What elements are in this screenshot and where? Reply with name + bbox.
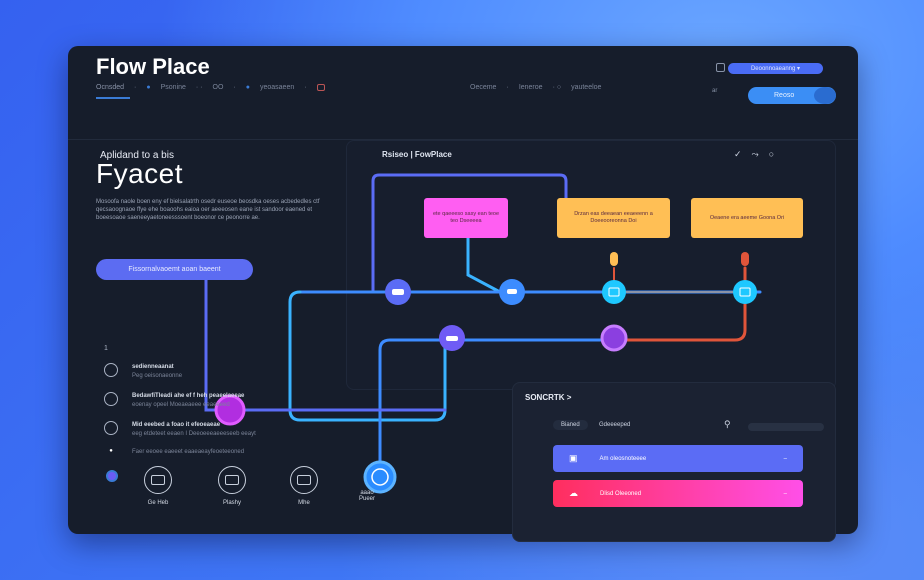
flow-edge bbox=[612, 266, 747, 342]
layout-icon[interactable] bbox=[716, 63, 725, 72]
top-nav-right: Oeceme· Ieneroe· ○ yauteeloe bbox=[470, 84, 602, 91]
flow-node bbox=[363, 460, 397, 494]
note-text: ete qaeeeso sasy ean teoe teo Dseeeea bbox=[432, 211, 500, 224]
check-icon[interactable]: ✓ bbox=[734, 149, 742, 159]
cta-button[interactable]: Fissornalvaoemt aoan baeent bbox=[96, 259, 253, 280]
flow-node bbox=[602, 280, 626, 304]
toggle-side-label: ar bbox=[712, 88, 718, 94]
nav-right-1[interactable]: Ieneroe bbox=[518, 84, 543, 91]
nav-right-2[interactable]: yauteeloe bbox=[571, 84, 602, 91]
connector-pill bbox=[741, 252, 749, 266]
app-title: Flow Place bbox=[96, 54, 210, 79]
hero-paragraph: Mosoofa naole boen eny ef bielsalatrth o… bbox=[96, 199, 320, 221]
workspace-dropdown[interactable]: Deoonnoaeanng ▾ bbox=[728, 63, 823, 74]
flow-edge bbox=[378, 338, 616, 479]
nav-tab-1[interactable]: Psonine bbox=[160, 84, 186, 91]
camera-icon[interactable] bbox=[316, 84, 325, 91]
breadcrumb-item[interactable]: Rsiseo bbox=[382, 150, 409, 159]
toggle-knob bbox=[814, 87, 836, 104]
flow-node bbox=[214, 394, 246, 426]
active-tab-indicator bbox=[96, 97, 130, 99]
flow-node bbox=[600, 324, 628, 352]
nav-tab-3[interactable]: yeoasaeen bbox=[259, 84, 295, 91]
canvas-tools: ✓ ⤳ ○ bbox=[734, 149, 774, 160]
sticky-note[interactable]: ete qaeeeso sasy ean teoe teo Dseeeea bbox=[424, 198, 508, 238]
sticky-note[interactable]: Drzan eas deeaean eeaeeenn a Doeeooreonn… bbox=[557, 198, 670, 238]
top-nav: Ocnsded· ●Psonine· · OO· ●yeoasaeen· bbox=[96, 84, 325, 91]
circle-icon[interactable]: ○ bbox=[768, 149, 775, 159]
connect-icon[interactable]: ⤳ bbox=[751, 149, 759, 159]
sticky-note[interactable]: Oeaene era aeeme Goona Ori bbox=[691, 198, 803, 238]
hero-subtitle: Aplidand to a bis bbox=[100, 150, 174, 161]
nav-tab-0[interactable]: Ocnsded bbox=[96, 84, 125, 91]
flow-node bbox=[733, 280, 757, 304]
connector-pill bbox=[610, 252, 618, 266]
flow-edge bbox=[371, 173, 568, 292]
nav-tab-2[interactable]: OO bbox=[212, 84, 224, 91]
hero-title: Fyacet bbox=[96, 158, 184, 189]
breadcrumb-item[interactable]: FowPlace bbox=[414, 150, 452, 159]
note-text: Oeaene era aeeme Goona Ori bbox=[709, 214, 785, 221]
app-window: Flow Place Ocnsded· ●Psonine· · OO· ●yeo… bbox=[68, 46, 858, 534]
mode-toggle[interactable]: Reoso bbox=[748, 87, 836, 104]
nav-right-0[interactable]: Oeceme bbox=[470, 84, 497, 91]
flow-canvas-panel bbox=[346, 140, 836, 390]
toggle-label: Reoso bbox=[774, 92, 795, 99]
dropdown-label: Deoonnoaeanng bbox=[750, 65, 796, 72]
flow-edge bbox=[466, 236, 502, 294]
header-divider bbox=[68, 139, 858, 140]
note-text: Drzan eas deeaean eeaeeenn a Doeeooreonn… bbox=[574, 211, 653, 224]
canvas-breadcrumb: Rsiseo | FowPlace bbox=[382, 150, 452, 159]
flow-edge bbox=[288, 290, 447, 422]
flow-edge bbox=[204, 278, 447, 412]
